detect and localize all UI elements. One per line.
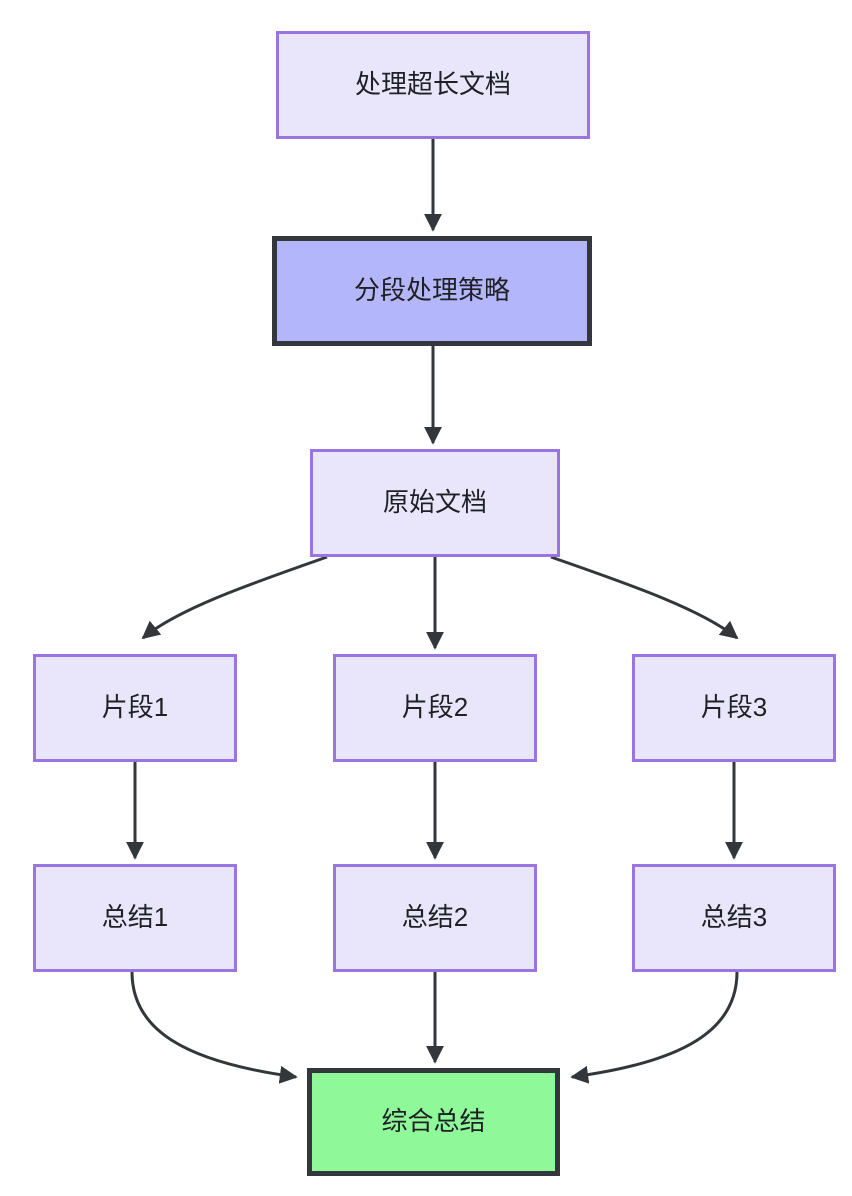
node-label-n3: 原始文档: [383, 487, 487, 517]
node-label-n1: 处理超长文档: [355, 69, 511, 99]
node-box-n1: [276, 31, 590, 139]
node-label-n5: 片段2: [402, 692, 468, 722]
node-box-n8: [333, 864, 537, 972]
node-box-n3: [310, 449, 560, 557]
node-box-n7: [33, 864, 237, 972]
node-n7[interactable]: 总结1: [33, 864, 237, 972]
node-label-n2: 分段处理策略: [354, 275, 510, 305]
node-n4[interactable]: 片段1: [33, 654, 237, 762]
node-n5[interactable]: 片段2: [333, 654, 537, 762]
edge-n7-to-n10: [130, 971, 298, 1084]
node-n10[interactable]: 综合总结: [307, 1068, 560, 1176]
node-box-n10: [307, 1068, 560, 1176]
node-label-n10: 综合总结: [381, 1106, 485, 1136]
node-box-n2: [272, 236, 592, 346]
node-box-n5: [333, 654, 537, 762]
edge-n3-to-n6: [550, 555, 739, 640]
node-label-n6: 片段3: [701, 692, 767, 722]
node-n2[interactable]: 分段处理策略: [272, 236, 592, 346]
edges-layer: [126, 139, 743, 1084]
node-label-n4: 片段1: [102, 692, 168, 722]
node-label-n8: 总结2: [402, 902, 468, 932]
node-box-n9: [632, 864, 836, 972]
node-label-n7: 总结1: [102, 902, 168, 932]
edge-n3-to-n4: [141, 555, 328, 640]
node-label-n9: 总结3: [701, 902, 767, 932]
node-box-n6: [632, 654, 836, 762]
node-n6[interactable]: 片段3: [632, 654, 836, 762]
edge-n9-to-n10: [570, 971, 739, 1084]
node-n8[interactable]: 总结2: [333, 864, 537, 972]
node-n3[interactable]: 原始文档: [310, 449, 560, 557]
node-n9[interactable]: 总结3: [632, 864, 836, 972]
node-box-n4: [33, 654, 237, 762]
node-n1[interactable]: 处理超长文档: [276, 31, 590, 139]
